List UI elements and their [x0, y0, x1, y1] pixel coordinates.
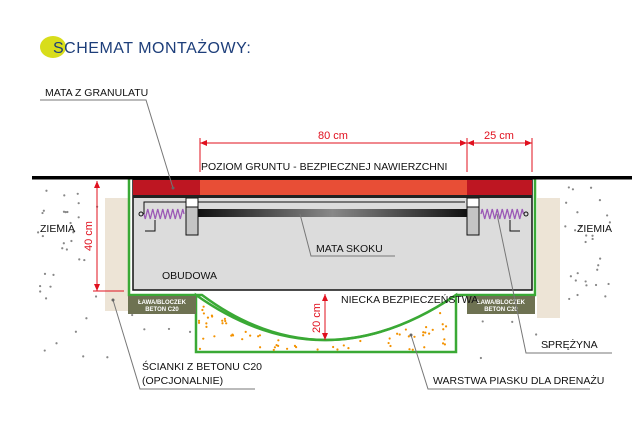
spring-hook-icon: [523, 211, 529, 217]
concrete-wall-left: [105, 198, 128, 311]
jump-mat: [200, 180, 467, 195]
sand-texture: [197, 305, 448, 352]
label-niecka: NIECKA BEZPIECZEŃSTWA: [341, 293, 478, 306]
dimension-20cm: 20 cm: [311, 303, 323, 333]
leader-lines: [40, 99, 612, 390]
spring-icon: [480, 208, 525, 220]
frame-bar: [198, 209, 467, 217]
footing-block-left: [128, 296, 196, 314]
page-title: SCHEMAT MONTAŻOWY:: [53, 38, 251, 57]
footing-label: ŁAWA/BLOCZEK: [138, 300, 187, 306]
ground-line: [32, 176, 632, 180]
springs: [143, 208, 525, 220]
spring-hook-icon: [138, 211, 144, 217]
label-scianki: ŚCIANKI Z BETONU C20: [142, 360, 262, 373]
dimension-80cm: 80 cm: [318, 130, 348, 142]
housing: [132, 179, 533, 291]
soil-texture: [36, 186, 611, 360]
dimension-lines: [93, 138, 533, 340]
mat-edge-right: [467, 180, 532, 195]
safety-basin-outline: [127, 176, 537, 342]
footing-label: ŁAWA/BLOCZEK: [477, 300, 526, 306]
footing-label: BETON C20: [145, 307, 179, 313]
label-warstwa-piasku: WARSTWA PIASKU DLA DRENAŻU: [433, 374, 604, 387]
title-highlight: [40, 36, 66, 58]
label-soil-left: ZIEMIA: [40, 223, 75, 235]
post-right: [466, 206, 480, 236]
label-obudowa: OBUDOWA: [162, 270, 217, 282]
concrete-wall-right: [537, 198, 560, 318]
footing-label: BETON C20: [484, 307, 518, 313]
dimension-40cm: 40 cm: [83, 221, 95, 251]
label-sprezyna: SPRĘŻYNA: [541, 338, 598, 351]
label-opcjonalnie: (OPCJONALNIE): [142, 375, 223, 387]
mat-edge-left: [133, 180, 200, 195]
post-left: [185, 206, 199, 236]
label-ground-level: POZIOM GRUNTU - BEZPIECZNEJ NAWIERZCHNI: [201, 161, 447, 173]
dimension-25cm: 25 cm: [484, 130, 514, 142]
footing-block-right: [467, 296, 535, 314]
label-mata-skoku: MATA SKOKU: [316, 243, 383, 255]
label-mata-granulat: MATA Z GRANULATU: [45, 87, 148, 99]
label-soil-right: ZIEMIA: [577, 223, 612, 235]
spring-icon: [143, 208, 185, 220]
